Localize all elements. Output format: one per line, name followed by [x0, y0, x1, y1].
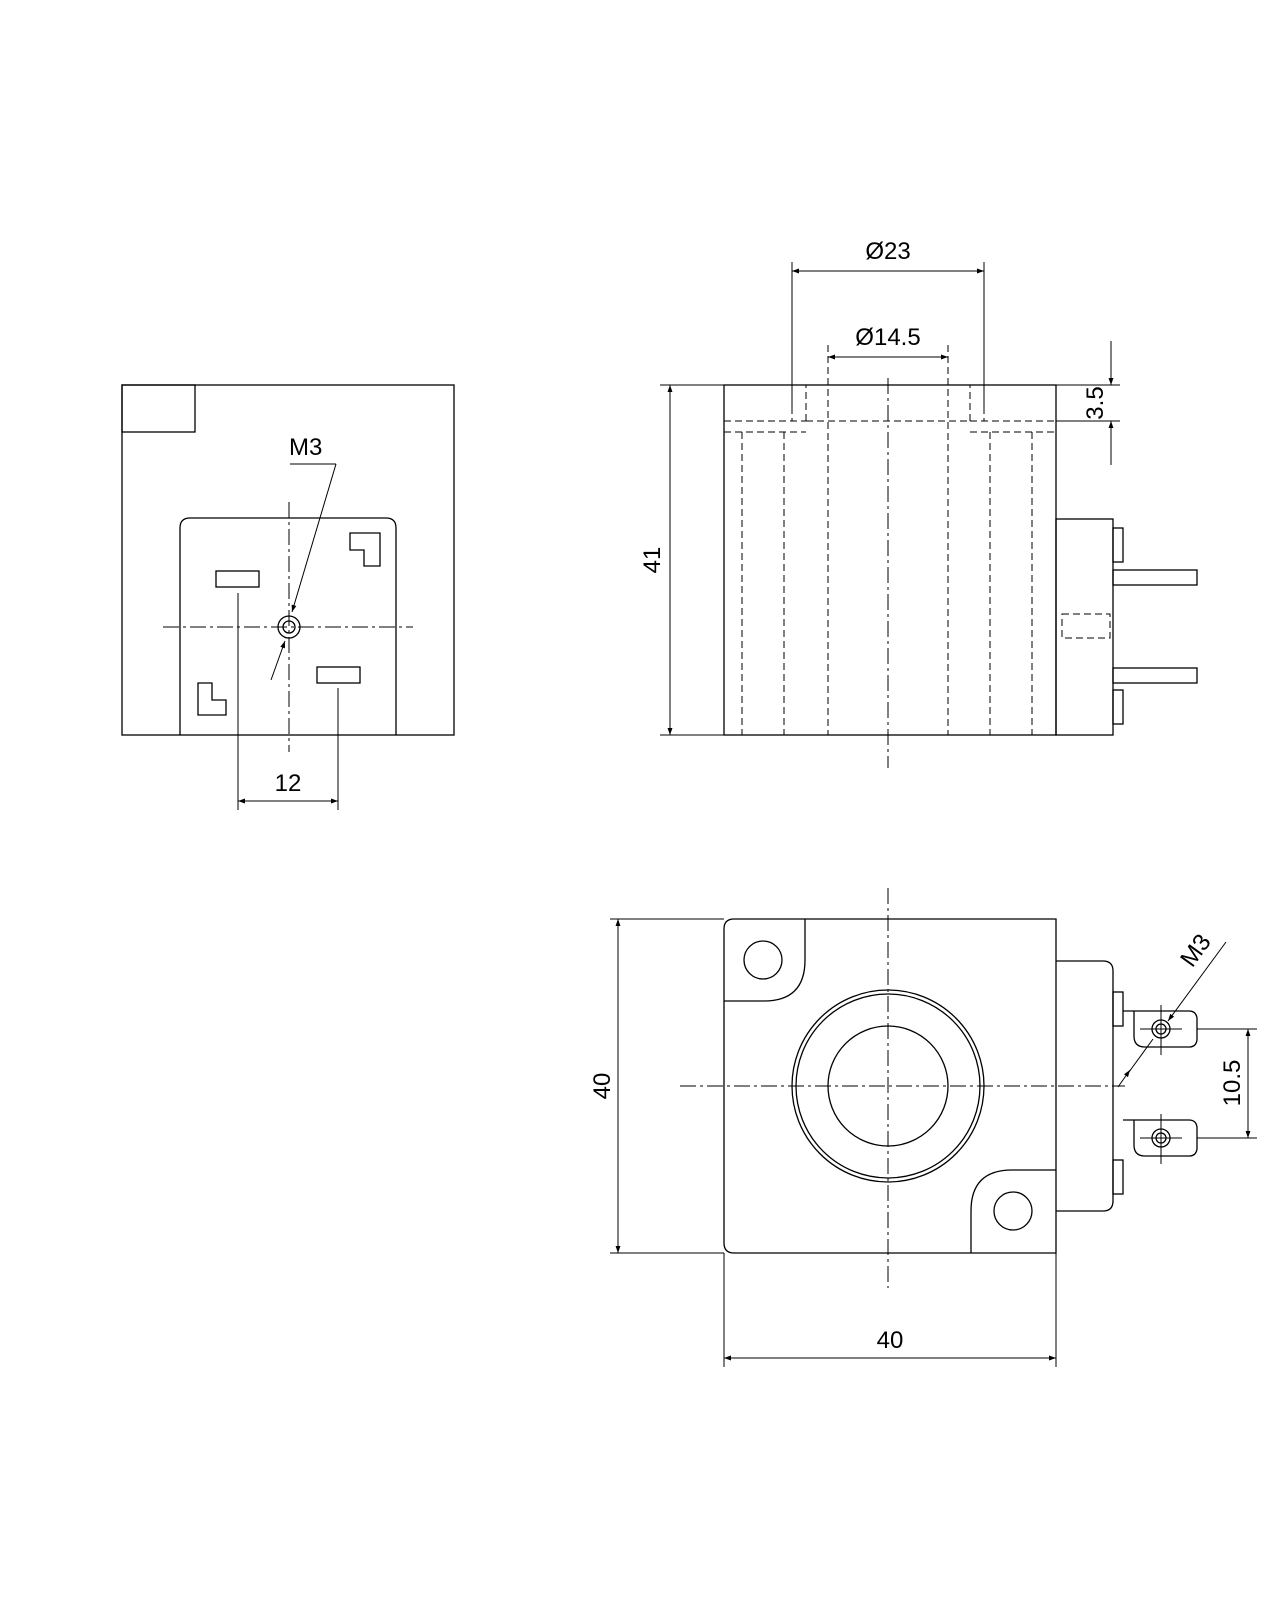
top-body-outline [723, 918, 1057, 1254]
top-view: M3 10.5 40 40 [589, 888, 1257, 1367]
side-terminal-pin-bottom [1112, 667, 1198, 684]
top-pin-spacing-label: 10.5 [1219, 1060, 1246, 1107]
front-body-outline [121, 384, 455, 736]
top-width-label: 40 [877, 1327, 904, 1354]
side-terminal-pin-top [1112, 569, 1198, 586]
front-view: M3 12 [121, 384, 455, 810]
top-depth-label: 40 [589, 1073, 616, 1100]
top-m3-leader [1167, 941, 1227, 1022]
mounting-hole-top-left [743, 940, 783, 980]
earth-pin-symbol-bottom [197, 682, 227, 716]
front-corner-notch [121, 384, 196, 433]
height-label: 41 [639, 547, 666, 574]
mounting-ear-bottom-right [970, 1169, 1056, 1253]
terminal-tab-top [1123, 1010, 1198, 1048]
connector-pin-slot-left [215, 570, 260, 588]
side-view: Ø23 Ø14.5 41 3.5 [639, 238, 1198, 768]
m3-screw-hole-inner [282, 620, 296, 634]
front-pin-spacing-label: 12 [275, 770, 302, 797]
side-connector-body [1055, 518, 1114, 736]
mounting-hole-bottom-right [993, 1191, 1033, 1231]
front-thread-label: M3 [289, 434, 322, 461]
terminal-tab-bottom [1123, 1119, 1198, 1157]
connector-pin-slot-right [316, 666, 361, 684]
top-connector-body [1056, 960, 1114, 1212]
m3-leader [291, 463, 337, 613]
recess-depth-label: 3.5 [1082, 386, 1109, 419]
inner-diameter-label: Ø14.5 [855, 324, 920, 351]
top-thread-label: M3 [1175, 929, 1216, 972]
side-body-outline [723, 384, 1057, 736]
m3-screw-hole-outer [277, 615, 301, 639]
outer-diameter-label: Ø23 [865, 238, 910, 265]
connector-housing [179, 517, 397, 735]
earth-pin-symbol-top [349, 532, 381, 567]
mounting-ear-top-left [724, 919, 806, 1002]
